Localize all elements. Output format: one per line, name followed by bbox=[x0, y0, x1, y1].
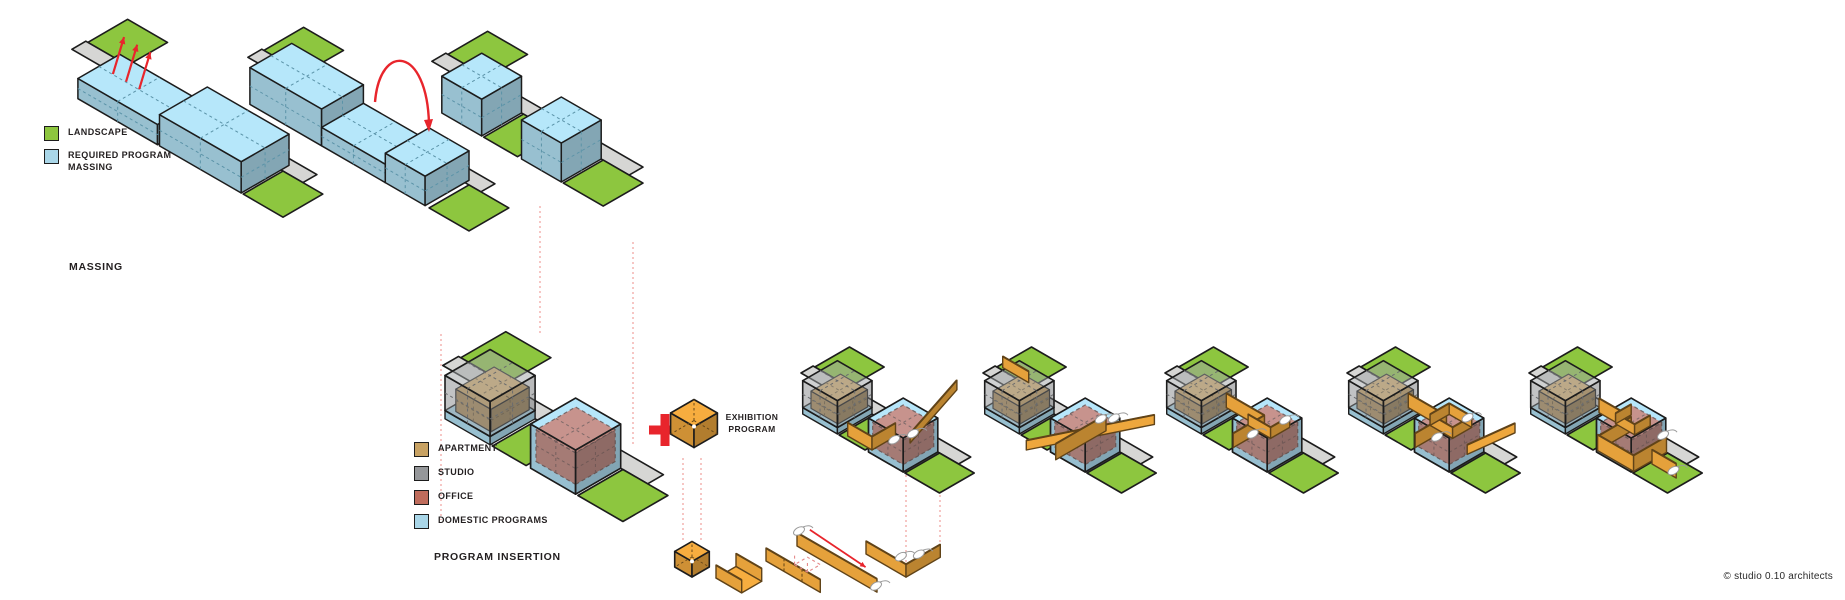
exhibition-label-line2: PROGRAM bbox=[728, 423, 776, 434]
insertion-sequence-diagram-3 bbox=[1164, 346, 1339, 494]
legend-item-office: OFFICE bbox=[414, 490, 548, 505]
iso-box bbox=[529, 397, 622, 496]
hand-icon bbox=[1246, 428, 1268, 439]
legend-label-required-program: REQUIRED PROGRAM MASSING bbox=[68, 149, 171, 173]
legend-label-office: OFFICE bbox=[438, 491, 474, 501]
exhibition-label-line1: EXHIBITION bbox=[725, 412, 779, 422]
hand-icon bbox=[888, 433, 909, 445]
iso-box bbox=[384, 127, 470, 207]
landscape-swatch bbox=[44, 126, 59, 141]
iso-box bbox=[1347, 359, 1419, 429]
massing-diagram-3 bbox=[431, 30, 644, 207]
studio-apartment-stack bbox=[1529, 359, 1601, 435]
legend-label-line1: REQUIRED PROGRAM bbox=[68, 150, 172, 160]
office-swatch bbox=[414, 490, 429, 505]
unfold-strip bbox=[765, 547, 821, 594]
hand-icon bbox=[912, 548, 934, 559]
iso-box bbox=[801, 359, 873, 429]
relocate-arc-arrow bbox=[373, 59, 433, 132]
apartment-swatch bbox=[414, 442, 429, 457]
legend-label-landscape: LANDSCAPE bbox=[68, 127, 128, 137]
legend-item-domestic-programs: DOMESTIC PROGRAMS bbox=[414, 514, 548, 529]
legend-label-studio: STUDIO bbox=[438, 467, 475, 477]
studio-apartment-stack bbox=[983, 359, 1055, 435]
hand-icon bbox=[870, 580, 891, 591]
insertion-sequence-diagram-1 bbox=[800, 346, 976, 494]
massing-diagram-2 bbox=[247, 26, 510, 232]
iso-box bbox=[983, 359, 1055, 429]
hand-icon bbox=[1657, 429, 1678, 440]
domestic-programs-swatch bbox=[414, 514, 429, 529]
iso-box bbox=[444, 348, 536, 438]
massing-legend: LANDSCAPE REQUIRED PROGRAM MASSING bbox=[44, 126, 171, 181]
hand-icon bbox=[1107, 412, 1129, 423]
extrude-arrow bbox=[111, 36, 126, 75]
exhibition-cube-icon bbox=[669, 398, 719, 449]
legend-item-studio: STUDIO bbox=[414, 466, 548, 481]
hand-icon bbox=[1279, 414, 1300, 425]
iso-box bbox=[535, 406, 616, 485]
iso-box bbox=[441, 52, 523, 137]
iso-box bbox=[669, 398, 719, 449]
program-insertion-diagram bbox=[441, 330, 669, 523]
legend-item-landscape: LANDSCAPE bbox=[44, 126, 171, 141]
unfold-long-ribbon bbox=[793, 525, 891, 593]
massing-section-title: MASSING bbox=[69, 261, 123, 273]
hand-icon bbox=[1667, 464, 1688, 476]
insertion-sequence-diagram-5 bbox=[1528, 346, 1703, 494]
office-domestic-stack bbox=[1231, 397, 1303, 473]
legend-item-apartment: APARTMENT bbox=[414, 442, 548, 457]
studio-swatch bbox=[414, 466, 429, 481]
exhibition-program-label: EXHIBITION PROGRAM bbox=[708, 412, 796, 436]
hand-icon bbox=[793, 525, 814, 536]
unfold-open-box bbox=[715, 552, 763, 594]
extrude-arrow bbox=[125, 44, 139, 82]
required-program-swatch bbox=[44, 149, 59, 164]
guide-lines bbox=[440, 206, 941, 563]
copyright-credit: © studio 0.10 architects bbox=[1723, 571, 1833, 582]
unfold-corner-ribbon bbox=[865, 540, 941, 578]
exhibition-ribbon bbox=[847, 379, 958, 451]
program-insertion-title: PROGRAM INSERTION bbox=[434, 551, 561, 563]
iso-box bbox=[520, 96, 602, 183]
studio-apartment-stack bbox=[444, 348, 536, 446]
legend-label-apartment: APARTMENT bbox=[438, 443, 498, 453]
studio-apartment-stack bbox=[1347, 359, 1419, 435]
office-domestic-stack bbox=[529, 397, 622, 496]
hand-icon bbox=[1431, 431, 1452, 442]
plus-icon bbox=[649, 414, 681, 446]
insertion-sequence-diagram-4 bbox=[1346, 346, 1521, 494]
iso-box bbox=[1529, 359, 1601, 429]
legend-label-domestic-programs: DOMESTIC PROGRAMS bbox=[438, 515, 548, 525]
program-legend: APARTMENT STUDIO OFFICE DOMESTIC PROGRAM… bbox=[414, 442, 548, 537]
hand-icon bbox=[894, 550, 916, 562]
massing-diagram-1 bbox=[71, 18, 324, 218]
studio-apartment-stack bbox=[801, 359, 873, 435]
extrude-arrow bbox=[138, 51, 152, 90]
legend-item-required-program: REQUIRED PROGRAM MASSING bbox=[44, 149, 171, 173]
slide-arrow bbox=[809, 528, 867, 568]
iso-box bbox=[158, 86, 290, 194]
insertion-sequence-diagram-2 bbox=[982, 346, 1157, 494]
hand-icon bbox=[1461, 412, 1482, 423]
legend-label-line2: MASSING bbox=[68, 161, 113, 172]
studio-apartment-stack bbox=[1165, 359, 1237, 435]
iso-box bbox=[1165, 359, 1237, 429]
unfold-cube-icon bbox=[673, 540, 711, 578]
